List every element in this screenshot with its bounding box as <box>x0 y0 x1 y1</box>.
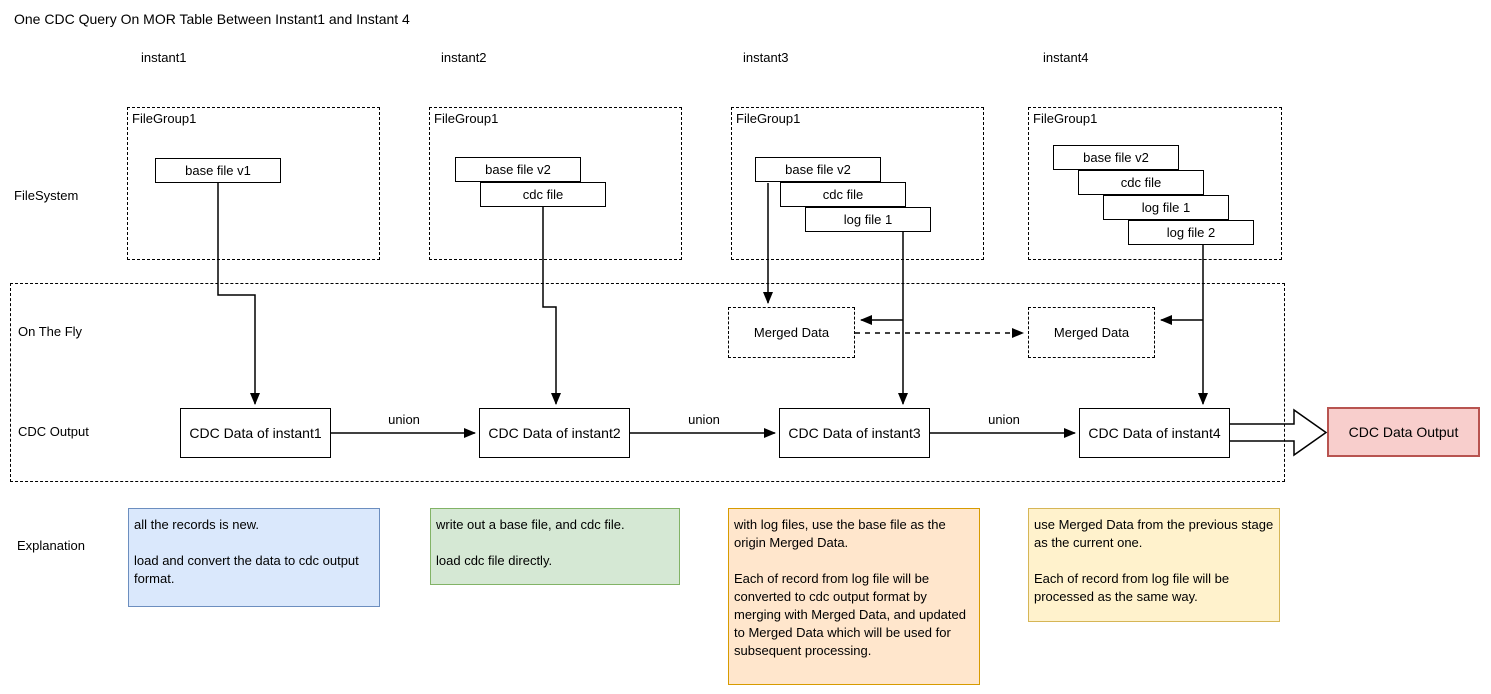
row-label-on-the-fly: On The Fly <box>18 324 83 339</box>
merged-data-box-instant4: Merged Data <box>1028 307 1155 358</box>
merged-data-box-instant3: Merged Data <box>728 307 855 358</box>
column-label-instant1: instant1 <box>141 50 187 65</box>
filegroup-box-instant4: FileGroup1 <box>1028 107 1282 260</box>
explanation-box-instant3: with log files, use the base file as the… <box>728 508 980 685</box>
file-box-base-v1: base file v1 <box>155 158 281 183</box>
file-box-base-v2: base file v2 <box>755 157 881 182</box>
union-label-1: union <box>388 412 420 427</box>
file-box-cdc: cdc file <box>480 182 606 207</box>
cdc-data-box-instant1: CDC Data of instant1 <box>180 408 331 458</box>
column-label-instant3: instant3 <box>743 50 789 65</box>
filegroup-label: FileGroup1 <box>132 111 197 126</box>
diagram-title: One CDC Query On MOR Table Between Insta… <box>14 11 410 27</box>
file-box-cdc: cdc file <box>1078 170 1204 195</box>
cdc-data-box-instant4: CDC Data of instant4 <box>1079 408 1230 458</box>
cdc-data-box-instant3: CDC Data of instant3 <box>779 408 930 458</box>
explanation-box-instant1: all the records is new. load and convert… <box>128 508 380 607</box>
file-box-log1: log file 1 <box>805 207 931 232</box>
filegroup-label: FileGroup1 <box>1033 111 1098 126</box>
file-box-base-v2: base file v2 <box>1053 145 1179 170</box>
file-box-log1: log file 1 <box>1103 195 1229 220</box>
row-label-cdc-output: CDC Output <box>18 424 89 439</box>
file-box-base-v2: base file v2 <box>455 157 581 182</box>
explanation-box-instant4: use Merged Data from the previous stage … <box>1028 508 1280 622</box>
file-box-log2: log file 2 <box>1128 220 1254 245</box>
row-label-explanation: Explanation <box>17 538 85 553</box>
explanation-box-instant2: write out a base file, and cdc file. loa… <box>430 508 680 585</box>
column-label-instant2: instant2 <box>441 50 487 65</box>
row-label-filesystem: FileSystem <box>14 188 79 203</box>
cdc-data-box-instant2: CDC Data of instant2 <box>479 408 630 458</box>
filegroup-label: FileGroup1 <box>736 111 801 126</box>
column-label-instant4: instant4 <box>1043 50 1089 65</box>
on-the-fly-container-box <box>10 283 1285 482</box>
file-box-cdc: cdc file <box>780 182 906 207</box>
cdc-data-output-box: CDC Data Output <box>1327 407 1480 457</box>
filegroup-label: FileGroup1 <box>434 111 499 126</box>
union-label-3: union <box>988 412 1020 427</box>
union-label-2: union <box>688 412 720 427</box>
filegroup-box-instant3: FileGroup1 <box>731 107 984 260</box>
filegroup-box-instant1: FileGroup1 <box>127 107 380 260</box>
